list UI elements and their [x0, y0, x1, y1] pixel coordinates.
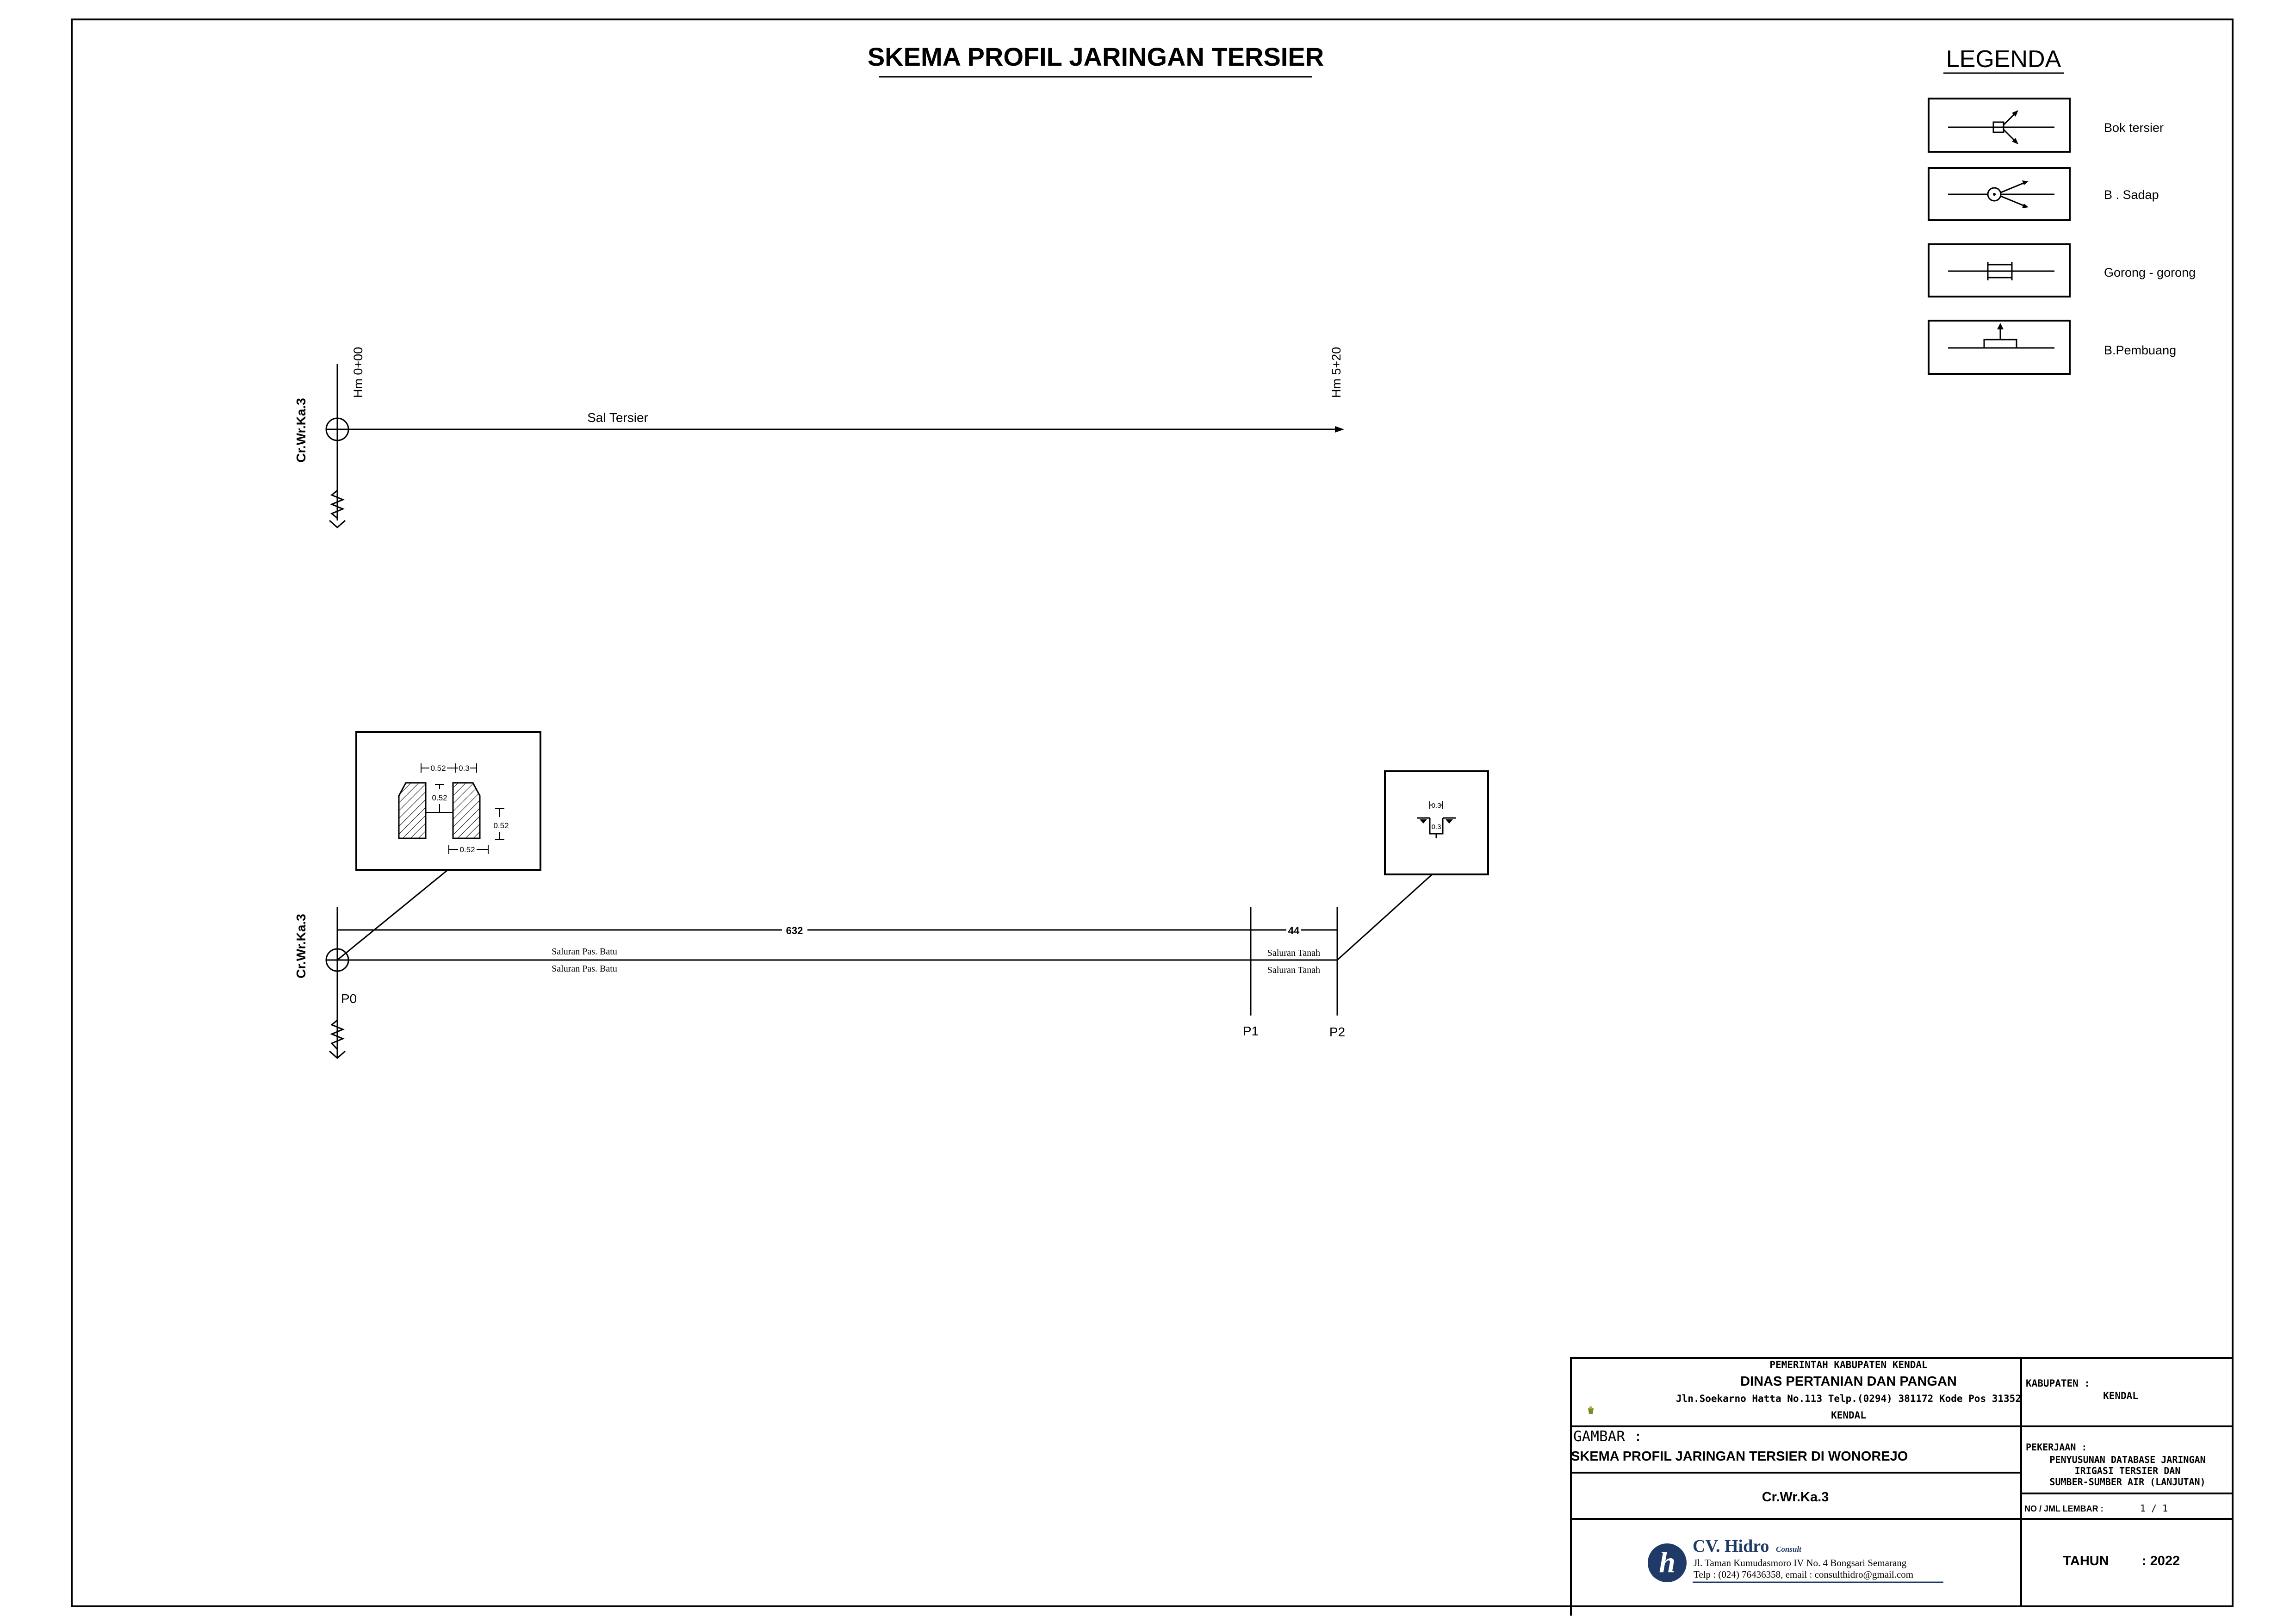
masonry-channel-section: 0.52 0.3 0.52 0.52 0.52: [355, 731, 541, 871]
pekerjaan-line: PENYUSUNAN DATABASE JARINGAN: [2049, 1454, 2205, 1465]
ground-marker-icon: [1446, 819, 1453, 824]
profile-schema: Cr.Wr.Ka.3 P0 P1 P2 632 44 Saluran Pas. …: [294, 731, 1489, 1059]
point-label-p2: P2: [1329, 1025, 1345, 1039]
segment-type-label: Saluran Tanah: [1267, 965, 1320, 975]
section-frame: [355, 731, 541, 871]
legend-item-gorong-gorong: Gorong - gorong: [1928, 243, 2196, 297]
legend-label: Bok tersier: [2104, 121, 2164, 135]
tahun-value: : 2022: [2142, 1554, 2180, 1568]
point-label-p1: P1: [1243, 1024, 1259, 1038]
section-frame: [1384, 770, 1489, 875]
segment-type-label: Saluran Pas. Batu: [552, 964, 617, 974]
sheet-number-label: NO / JML LEMBAR :: [2024, 1504, 2104, 1513]
agency-name: DINAS PERTANIAN DAN PANGAN: [1740, 1374, 1957, 1389]
leader-line: [337, 869, 448, 961]
segment-length-2: 44: [1288, 925, 1300, 936]
legend-box: [1928, 243, 2071, 297]
dim-top-width: 0.3: [1432, 802, 1441, 810]
pekerjaan-label: PEKERJAAN :: [2026, 1442, 2087, 1453]
legend-label: B.Pembuang: [2104, 343, 2176, 357]
dim-bottom-width: 0.52: [459, 845, 475, 854]
bangunan-pembuang-icon: [1948, 323, 2054, 349]
agency-logo-icon: [1588, 1406, 1594, 1414]
gorong-gorong-icon: [1948, 262, 2054, 280]
consultant-name: CV. Hidro: [1693, 1536, 1769, 1556]
flow-zigzag-icon: [330, 489, 345, 519]
dim-top-width: 0.52: [430, 764, 446, 773]
flow-zigzag-icon: [330, 1019, 345, 1050]
consultant-address: Jl. Taman Kumudasmoro IV No. 4 Bongsari …: [1694, 1557, 1907, 1568]
dim-wall-width: 0.3: [459, 764, 470, 773]
consultant-suffix: Consult: [1776, 1545, 1802, 1554]
agency-city: KENDAL: [1831, 1410, 1866, 1421]
flow-arrow-icon: [329, 1050, 346, 1059]
pekerjaan-line: IRIGASI TERSIER DAN: [2075, 1465, 2181, 1476]
drawing-title: SKEMA PROFIL JARINGAN TERSIER: [868, 42, 1324, 71]
bok-tersier-icon: [1948, 110, 2054, 144]
node-label: Cr.Wr.Ka.3: [294, 914, 308, 979]
bangunan-sadap-icon: [1948, 180, 2054, 208]
flow-arrowhead-icon: [1335, 426, 1344, 433]
dim-depth: 0.3: [1432, 823, 1441, 831]
drawing-node-name: Cr.Wr.Ka.3: [1762, 1490, 1829, 1505]
gambar-value: SKEMA PROFIL JARINGAN TERSIER DI WONOREJ…: [1571, 1449, 1908, 1464]
kabupaten-value: KENDAL: [2103, 1390, 2138, 1401]
earth-channel-section: 0.3 0.3: [1384, 770, 1489, 875]
network-schema: Cr.Wr.Ka.3 Sal Tersier Hm 0+00 Hm 5+20: [294, 347, 1344, 529]
flow-arrow-icon: [329, 520, 346, 529]
left-wall: [398, 782, 427, 839]
kabupaten-label: KABUPATEN :: [2026, 1378, 2090, 1389]
agency-government: PEMERINTAH KABUPATEN KENDAL: [1769, 1359, 1927, 1370]
legend-item-bok-tersier: Bok tersier: [1928, 98, 2164, 153]
legend-box: [1928, 320, 2071, 375]
dim-inner-depth: 0.52: [432, 793, 447, 802]
tahun-label: TAHUN: [2063, 1554, 2109, 1568]
end-station-label: Hm 5+20: [1329, 347, 1343, 398]
consultant-logo-icon: h: [1648, 1543, 1687, 1582]
pekerjaan-line: SUMBER-SUMBER AIR (LANJUTAN): [2049, 1476, 2205, 1487]
segment-type-label: Saluran Pas. Batu: [552, 947, 617, 957]
legend: LEGENDA Bok tersier: [1928, 46, 2196, 375]
segment-length-1: 632: [786, 925, 803, 936]
point-label-p0: P0: [341, 991, 357, 1006]
segment-type-label: Saluran Tanah: [1267, 948, 1320, 958]
legend-item-bangunan-sadap: B . Sadap: [1928, 167, 2159, 221]
channel-label: Sal Tersier: [587, 410, 648, 425]
title-block-frame: [1570, 1357, 2234, 1607]
legend-item-bangunan-pembuang: B.Pembuang: [1928, 320, 2176, 375]
right-wall: [452, 782, 481, 839]
dim-outer-height: 0.52: [493, 821, 509, 830]
leader-line: [1336, 873, 1433, 961]
consultant-contact: Telp : (024) 76436358, email : consulthi…: [1694, 1569, 1913, 1580]
svg-text:h: h: [1659, 1546, 1675, 1579]
start-station-label: Hm 0+00: [351, 347, 365, 398]
agency-address: Jln.Soekarno Hatta No.113 Telp.(0294) 38…: [1676, 1393, 2021, 1404]
legend-box: [1928, 167, 2071, 221]
legend-box: [1928, 98, 2071, 153]
legend-label: B . Sadap: [2104, 188, 2159, 202]
sheet-border: [71, 19, 2234, 1607]
gambar-label: GAMBAR :: [1573, 1428, 1642, 1445]
legend-title: LEGENDA: [1946, 46, 2061, 73]
legend-label: Gorong - gorong: [2104, 266, 2196, 279]
node-label: Cr.Wr.Ka.3: [294, 398, 308, 463]
title-block: PEMERINTAH KABUPATEN KENDAL DINAS PERTAN…: [1570, 1357, 2234, 1616]
sheet-number-value: 1 / 1: [2140, 1503, 2168, 1514]
ground-marker-icon: [1420, 819, 1427, 824]
